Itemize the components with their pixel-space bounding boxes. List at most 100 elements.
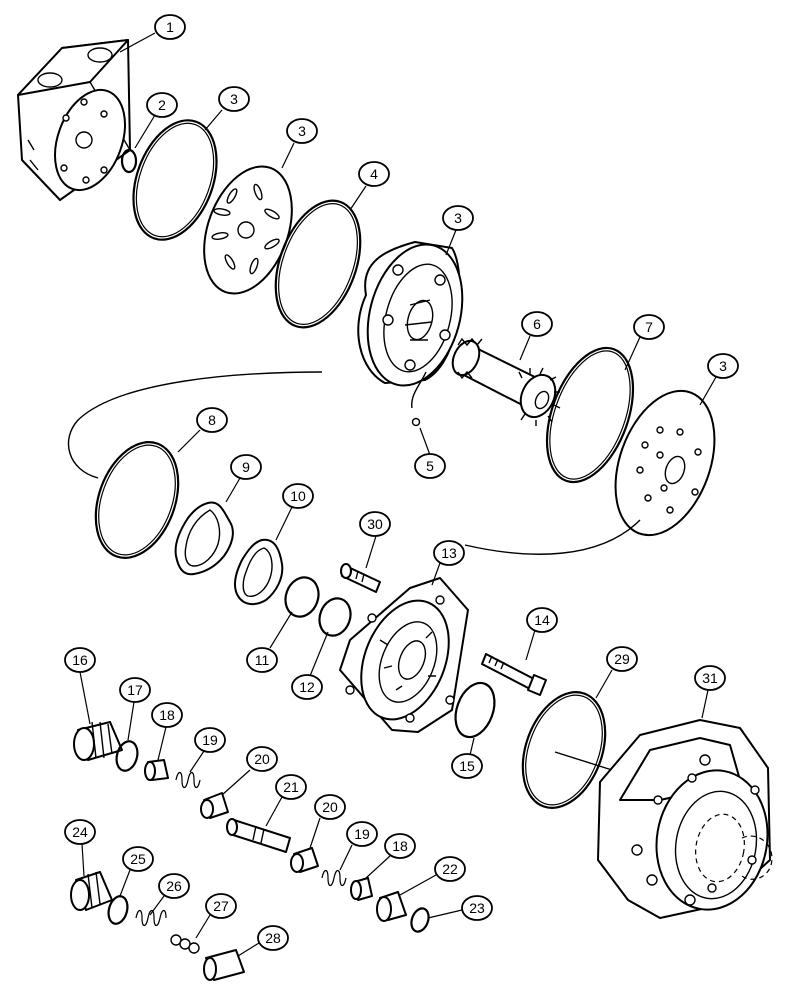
part-bushing xyxy=(144,759,169,781)
svg-text:19: 19 xyxy=(202,732,218,748)
svg-text:1: 1 xyxy=(166,19,174,35)
callout: 25 xyxy=(119,846,154,897)
part-valve-housing xyxy=(17,39,131,201)
svg-text:20: 20 xyxy=(254,751,270,767)
svg-text:13: 13 xyxy=(441,545,457,561)
callout: 28 xyxy=(237,925,289,957)
callout: 27 xyxy=(195,893,237,939)
part-oring xyxy=(115,740,139,772)
svg-text:9: 9 xyxy=(242,459,250,475)
callout: 21 xyxy=(265,774,307,827)
callout: 18 xyxy=(151,702,183,761)
part-oring xyxy=(410,907,430,933)
part-shims xyxy=(170,934,200,954)
svg-text:22: 22 xyxy=(442,861,458,877)
svg-text:14: 14 xyxy=(534,612,550,628)
part-small-oring xyxy=(120,148,138,174)
part-plug xyxy=(73,721,123,761)
callout: 3 xyxy=(442,205,474,256)
svg-text:18: 18 xyxy=(159,707,175,723)
part-spring xyxy=(175,771,201,789)
svg-text:29: 29 xyxy=(614,651,630,667)
callout: 18 xyxy=(365,833,416,879)
part-set-screw xyxy=(340,563,381,593)
svg-text:19: 19 xyxy=(354,826,370,842)
part-wavy-washer xyxy=(174,501,234,576)
svg-text:3: 3 xyxy=(719,358,727,374)
svg-text:26: 26 xyxy=(166,878,182,894)
svg-text:4: 4 xyxy=(370,166,378,182)
assembly-path-line xyxy=(67,371,641,555)
callout: 3 xyxy=(699,353,739,406)
part-large-oring xyxy=(521,691,607,809)
callout: 1 xyxy=(119,14,186,53)
part-sleeve xyxy=(200,792,229,819)
svg-text:15: 15 xyxy=(459,758,475,774)
callout: 9 xyxy=(225,454,262,503)
part-check-ball xyxy=(411,371,427,427)
callout: 16 xyxy=(64,647,96,725)
svg-text:18: 18 xyxy=(392,838,408,854)
callout: 19 xyxy=(189,727,226,773)
callout: 3 xyxy=(204,86,250,131)
part-gerotor-set xyxy=(357,241,464,387)
part-large-oring xyxy=(545,346,635,484)
part-bushing xyxy=(350,877,373,901)
part-end-cap xyxy=(339,577,469,733)
svg-text:7: 7 xyxy=(645,319,653,335)
part-drive-shaft xyxy=(451,337,561,426)
part-plug xyxy=(376,891,407,922)
part-bolt xyxy=(481,653,547,696)
callout: 4 xyxy=(349,161,390,211)
part-large-oring xyxy=(274,199,362,329)
svg-text:23: 23 xyxy=(469,900,485,916)
callout: 3 xyxy=(281,118,318,169)
callout: 19 xyxy=(339,821,378,871)
callout: 12 xyxy=(291,631,329,700)
svg-text:3: 3 xyxy=(230,91,238,107)
part-valve-plate xyxy=(203,165,293,295)
svg-text:17: 17 xyxy=(127,682,143,698)
part-backup-ring xyxy=(284,576,320,618)
svg-text:11: 11 xyxy=(255,652,270,668)
svg-text:25: 25 xyxy=(130,851,146,867)
part-large-oring xyxy=(94,441,180,559)
callout: 10 xyxy=(275,483,314,541)
callout: 20 xyxy=(221,746,278,796)
part-spring xyxy=(321,869,347,887)
part-oring xyxy=(318,597,352,637)
svg-text:24: 24 xyxy=(72,824,88,840)
svg-text:28: 28 xyxy=(265,930,281,946)
callout: 5 xyxy=(414,427,446,479)
callout: 7 xyxy=(624,314,665,371)
part-wavy-washer xyxy=(234,538,284,606)
part-poppet xyxy=(203,949,245,981)
callout: 26 xyxy=(149,873,190,916)
svg-text:10: 10 xyxy=(290,488,306,504)
part-spring xyxy=(135,909,167,927)
svg-text:30: 30 xyxy=(367,516,383,532)
part-seal-ring xyxy=(454,681,496,739)
callout: 29 xyxy=(595,646,638,699)
svg-text:16: 16 xyxy=(72,652,88,668)
callout: 6 xyxy=(519,311,553,361)
callout: 11 xyxy=(246,611,293,673)
part-spool xyxy=(226,818,291,853)
callout: 23 xyxy=(427,895,493,921)
callout: 20 xyxy=(309,794,346,849)
svg-text:5: 5 xyxy=(426,458,434,474)
part-sleeve xyxy=(290,847,319,873)
callouts: 1 2 3 3 4 3 5 6 7 3 8 9 10 11 12 13 14 1… xyxy=(64,14,739,957)
part-plug xyxy=(70,871,113,911)
svg-text:31: 31 xyxy=(702,670,718,686)
callout: 24 xyxy=(64,819,96,877)
callout: 8 xyxy=(177,407,228,453)
svg-text:2: 2 xyxy=(158,97,166,113)
part-motor-housing xyxy=(597,719,773,919)
callout: 30 xyxy=(359,511,391,569)
svg-text:20: 20 xyxy=(322,799,338,815)
callout: 17 xyxy=(119,677,151,741)
part-oring xyxy=(107,895,129,925)
callout: 15 xyxy=(451,737,483,779)
